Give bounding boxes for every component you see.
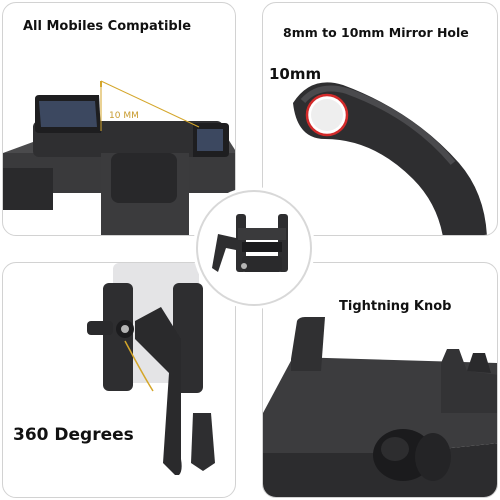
hole-size-label: 10mm — [269, 65, 322, 83]
caption-360-degrees: 360 Degrees — [13, 425, 134, 445]
caption-mirror-hole: 8mm to 10mm Mirror Hole — [283, 25, 469, 40]
phone-holder-clamp-image — [3, 80, 235, 235]
center-product-circle — [196, 190, 312, 306]
dimension-label: 10 MM — [109, 111, 139, 121]
panel-tightening-knob: Tightning Knob — [262, 262, 498, 498]
full-product-image — [212, 214, 288, 272]
caption-all-mobiles-compatible: All Mobiles Compatible — [23, 19, 192, 34]
panel-360-degrees: 360 Degrees — [2, 262, 236, 498]
rotating-holder-image — [87, 263, 215, 475]
panel-mirror-hole: 8mm to 10mm Mirror Hole 10mm — [262, 2, 498, 236]
caption-tightening-knob: Tightning Knob — [339, 299, 452, 314]
panel-all-mobiles-compatible: All Mobiles Compatible 10 MM — [2, 2, 236, 236]
mirror-mount-arm-image — [293, 82, 487, 235]
tightening-knob-image — [263, 317, 497, 497]
